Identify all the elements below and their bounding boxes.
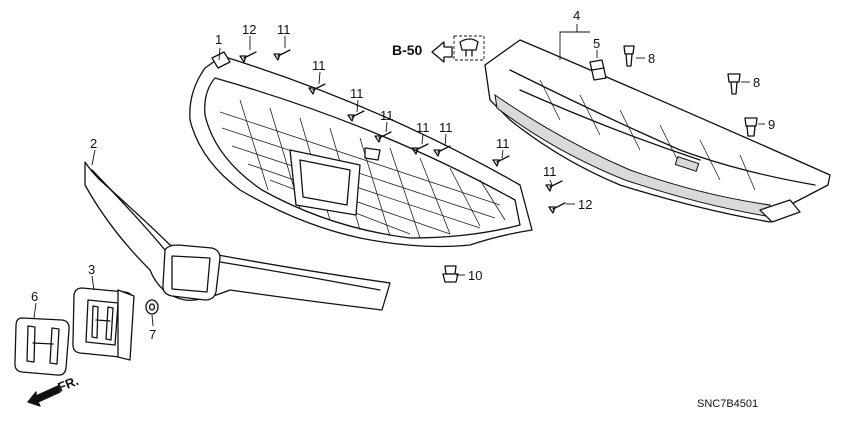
callout-numbers: 1 12 11 11 11 11 11 11 11 11 12 4 5 8 8 … xyxy=(31,8,775,342)
grille-molding-part xyxy=(84,161,391,311)
callout-11-h: 11 xyxy=(543,164,557,179)
screw-11-c xyxy=(347,110,365,122)
emblem-base-part xyxy=(72,287,135,361)
callout-11-g: 11 xyxy=(496,136,510,151)
callout-4: 4 xyxy=(573,8,580,23)
callout-1: 1 xyxy=(215,32,222,47)
screw-12-top xyxy=(239,51,257,63)
callout-11-d: 11 xyxy=(380,108,394,123)
callout-12-top: 12 xyxy=(242,22,256,37)
callout-5: 5 xyxy=(593,36,600,51)
screw-11-a xyxy=(273,49,291,61)
screw-11-d xyxy=(374,131,392,143)
screw-11-b xyxy=(308,83,326,95)
callout-7: 7 xyxy=(149,327,156,342)
leader-lines xyxy=(33,24,765,327)
callout-11-c: 11 xyxy=(350,86,364,101)
screw-12-bottom xyxy=(548,202,566,214)
clip-9-part xyxy=(744,117,758,137)
callout-8-lower: 8 xyxy=(753,75,760,90)
callout-10: 10 xyxy=(468,268,482,283)
upper-grille-part xyxy=(189,51,533,248)
screw-11-e xyxy=(411,143,429,155)
callout-11-e: 11 xyxy=(416,120,430,135)
callout-11-a: 11 xyxy=(277,22,291,37)
h-emblem-part xyxy=(14,317,70,376)
nut-part xyxy=(145,299,159,315)
screw-11-h xyxy=(545,180,563,192)
screw-11-g xyxy=(492,155,510,167)
callout-3: 3 xyxy=(88,262,95,277)
upper-cover-part xyxy=(484,39,831,223)
clip-10-part xyxy=(442,265,459,283)
callout-6: 6 xyxy=(31,289,38,304)
front-direction-indicator: FR. xyxy=(27,373,81,407)
callout-11-b: 11 xyxy=(312,58,326,73)
screw-11-f xyxy=(433,145,451,157)
clip-part xyxy=(589,59,607,81)
callout-11-f: 11 xyxy=(439,120,453,135)
callout-2: 2 xyxy=(90,136,97,151)
callout-12-bottom: 12 xyxy=(578,197,592,212)
callout-9: 9 xyxy=(768,117,775,132)
clip-8-lower-part xyxy=(727,73,741,95)
diagram-code: SNC7B4501 xyxy=(697,398,758,410)
screws xyxy=(239,49,566,214)
callout-8-upper: 8 xyxy=(648,51,655,66)
clip-8-upper-part xyxy=(623,45,635,67)
fr-label: FR. xyxy=(56,373,81,395)
b50-reference: B-50 xyxy=(392,35,485,63)
b50-label: B-50 xyxy=(392,42,423,58)
